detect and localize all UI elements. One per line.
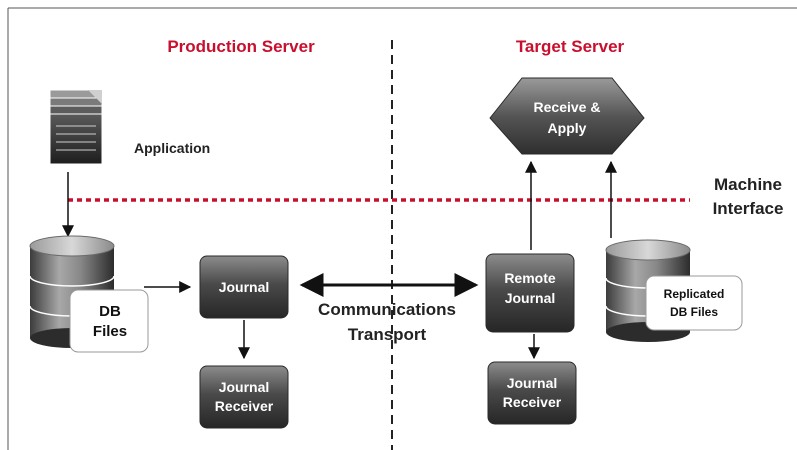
machine-interface-label-line2: Interface [713, 199, 784, 218]
communications-label-line1: Communications [318, 300, 456, 319]
journal-receiver-prod-line1: Journal [219, 379, 270, 395]
replicated-db-label-line1: Replicated [664, 287, 725, 301]
receive-apply-label-line1: Receive & [534, 99, 601, 115]
target-server-title: Target Server [516, 37, 625, 56]
db-files-callout: DB Files [69, 289, 149, 353]
production-server-title: Production Server [167, 37, 315, 56]
machine-interface-label-line1: Machine [714, 175, 782, 194]
journal-receiver-target-line1: Journal [507, 375, 558, 391]
journal-receiver-target-box: Journal Receiver [487, 361, 577, 425]
replicated-db-label-line2: DB Files [670, 305, 718, 319]
receive-apply-hexagon: Receive & Apply [489, 77, 645, 155]
remote-journal-label-line1: Remote [504, 270, 556, 286]
application-label: Application [134, 140, 210, 156]
journal-box: Journal [199, 255, 289, 319]
replicated-db-callout: Replicated DB Files [645, 275, 743, 331]
application-icon [49, 89, 103, 165]
journal-receiver-prod-box: Journal Receiver [199, 365, 289, 429]
db-files-label-line1: DB [99, 303, 121, 320]
remote-journal-label-line2: Journal [505, 290, 556, 306]
remote-journal-box: Remote Journal [485, 253, 575, 333]
journal-receiver-prod-line2: Receiver [215, 398, 274, 414]
journal-receiver-target-line2: Receiver [503, 394, 562, 410]
db-files-label-line2: Files [93, 323, 127, 340]
communications-label-line2: Transport [348, 325, 427, 344]
journal-label: Journal [219, 279, 270, 295]
receive-apply-label-line2: Apply [548, 120, 587, 136]
